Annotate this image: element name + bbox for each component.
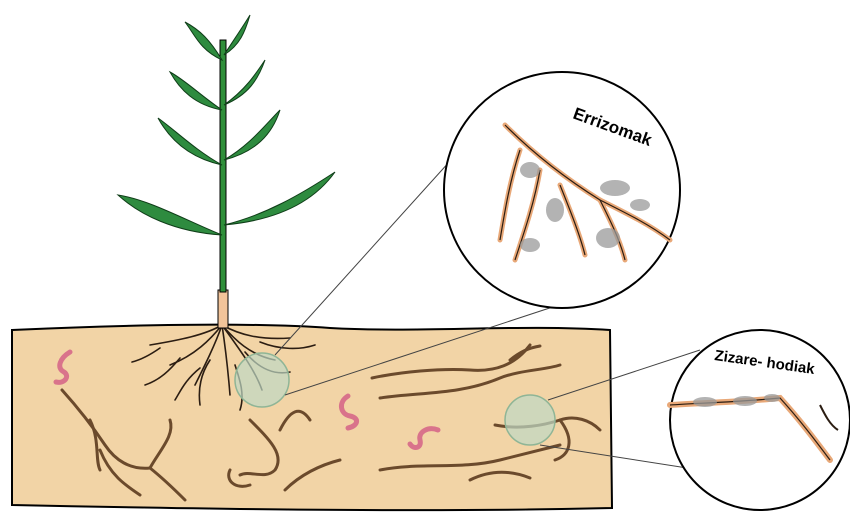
plant-illustration [118, 15, 335, 328]
worm-tunnels-callout: Zizare- hodiak [670, 330, 850, 510]
rhizomes-callout: Errizomak [444, 72, 680, 308]
